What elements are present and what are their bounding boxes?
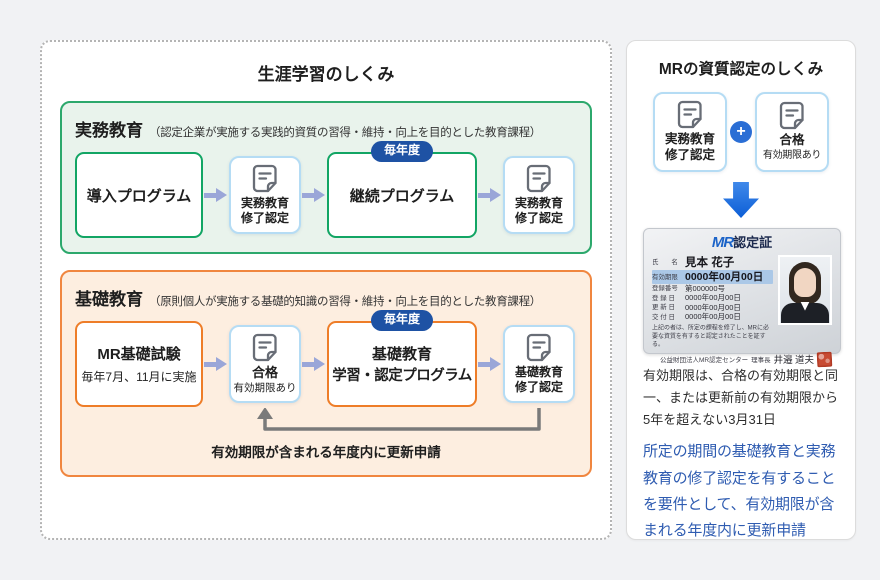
renewal-loop	[75, 407, 575, 438]
req1-line1: 実務教育	[664, 132, 715, 147]
field-label: 交 付 日	[652, 314, 675, 321]
cert-label-line2: 修了認定	[514, 380, 563, 394]
practical-note: （認定企業が実施する実践的資質の習得・維持・向上を目的とした教育課程）	[149, 127, 541, 139]
exam-schedule-label: 毎年7月、11月に実施	[81, 370, 197, 384]
req1-line2: 修了認定	[664, 148, 715, 162]
photo-shirt	[800, 301, 810, 311]
basic-cert-box: 基礎教育 修了認定	[503, 325, 575, 403]
id-photo	[778, 254, 832, 325]
card-row-renewdate: 更 新 日 0000年00月00日	[652, 303, 773, 313]
document-icon	[252, 333, 277, 361]
card-title: MR認定証	[652, 234, 832, 252]
plus-icon: +	[730, 121, 752, 143]
card-row-issuedate: 交 付 日 0000年00月00日	[652, 312, 773, 322]
annual-badge: 毎年度	[370, 310, 434, 331]
flow-arrow-icon	[301, 355, 327, 373]
field-value: 見本 花子	[685, 257, 735, 270]
mr-certificate-card: MR認定証 氏 名 見本 花子 有効期限 0000年00月00日 登録番号 第0…	[643, 228, 841, 368]
mr-logo: MR	[711, 234, 734, 251]
practical-flow: 導入プログラム 実務教育 修了認定 毎年度 継続プログラム 実務教育 修了	[75, 141, 577, 238]
field-value: 0000年00月00日	[685, 302, 741, 312]
issuer-name: 井邉 道夫	[773, 356, 814, 367]
basic-program-box: 毎年度 基礎教育 学習・認定プログラム	[327, 310, 477, 407]
card-row-regdate: 登 録 日 0000年00月00日	[652, 293, 773, 303]
left-panel-title: 生涯学習のしくみ	[257, 65, 395, 84]
basic-program-line1: 基礎教育	[371, 346, 432, 363]
practical-cert-box-1: 実務教育 修了認定	[229, 156, 301, 234]
field-label: 有効期限	[652, 273, 678, 281]
document-icon	[677, 101, 702, 129]
practical-cert-requirement-box: 実務教育 修了認定	[653, 92, 727, 172]
practical-section-header: 実務教育 （認定企業が実施する実践的資質の習得・維持・向上を目的とした教育課程）	[75, 116, 577, 141]
flow-arrow-icon	[477, 186, 503, 204]
field-value: 第000000号	[685, 283, 726, 293]
seal-stamp-icon	[816, 351, 833, 368]
requirements-row: 実務教育 修了認定 + 合格 有効期限あり	[643, 92, 839, 172]
cert-label-line1: 実務教育	[240, 196, 289, 210]
issuer-org: 公益財団法人MR認定センター	[660, 357, 749, 365]
document-icon	[526, 333, 551, 362]
pass-box: 合格 有効期限あり	[229, 325, 301, 403]
flow-arrow-icon	[203, 186, 229, 204]
basic-heading: 基礎教育	[75, 290, 143, 309]
pass-expiry-label: 有効期限あり	[233, 382, 297, 395]
req2-sub: 有効期限あり	[762, 150, 822, 162]
continuation-program-box: 毎年度 継続プログラム	[327, 141, 477, 238]
card-fields: 氏 名 見本 花子 有効期限 0000年00月00日 登録番号 第000000号…	[652, 255, 773, 351]
right-panel-title: MRの資質認定のしくみ	[658, 61, 824, 78]
card-note: 上記の者は、所定の課程を修了し、MRに必要な資質を有すると認定されたことを証する…	[652, 324, 769, 348]
basic-education-section: 基礎教育 （原則個人が実施する基礎的知識の習得・維持・向上を目的とした教育課程）…	[60, 270, 592, 477]
field-value: 0000年00月00日	[685, 271, 764, 284]
mr-basic-exam-box: MR基礎試験 毎年7月、11月に実施	[75, 321, 203, 407]
practical-heading: 実務教育	[75, 121, 143, 140]
intro-program-label: 導入プログラム	[86, 187, 192, 205]
renewal-requirement-description: 所定の期間の基礎教育と実務教育の修了認定を有することを要件として、有効期限が含ま…	[643, 443, 836, 540]
validity-description: 有効期限は、合格の有効期限と同一、または更新前の有効期限から5年を超えない3月3…	[643, 368, 839, 428]
cert-label-line1: 基礎教育	[514, 365, 563, 379]
loop-arrow-icon	[257, 407, 541, 431]
basic-section-header: 基礎教育 （原則個人が実施する基礎的知識の習得・維持・向上を目的とした教育課程）	[75, 285, 577, 310]
document-icon	[779, 102, 804, 130]
pass-requirement-box: 合格 有効期限あり	[755, 92, 829, 172]
card-row-regno: 登録番号 第000000号	[652, 284, 773, 294]
annual-badge: 毎年度	[370, 141, 434, 162]
card-footer: 公益財団法人MR認定センター 理事長 井邉 道夫	[652, 351, 833, 368]
exam-label: MR基礎試験	[97, 346, 181, 363]
field-value: 0000年00月00日	[685, 293, 741, 303]
field-label: 登 録 日	[652, 295, 675, 302]
card-row-expiry: 有効期限 0000年00月00日	[652, 269, 773, 284]
practical-education-section: 実務教育 （認定企業が実施する実践的資質の習得・維持・向上を目的とした教育課程）…	[60, 101, 592, 254]
field-value: 0000年00月00日	[685, 312, 741, 322]
cert-label-line1: 実務教育	[514, 196, 563, 210]
req2-line1: 合格	[779, 133, 805, 148]
lifelong-learning-panel: 生涯学習のしくみ 実務教育 （認定企業が実施する実践的資質の習得・維持・向上を目…	[40, 40, 612, 540]
flow-arrow-icon	[203, 355, 229, 373]
mr-certification-panel: MRの資質認定のしくみ 実務教育 修了認定 + 合格 有効期限あり MR認定証	[626, 40, 856, 540]
basic-program-line2: 学習・認定プログラム	[332, 368, 472, 384]
photo-suit	[781, 302, 829, 323]
field-label: 氏 名	[652, 259, 678, 266]
cert-label-line2: 修了認定	[514, 211, 563, 225]
flow-arrow-icon	[301, 186, 327, 204]
issuer-title: 理事長	[751, 357, 771, 365]
document-icon	[526, 164, 551, 193]
photo-face	[794, 267, 816, 297]
intro-program-box: 導入プログラム	[75, 152, 203, 238]
field-label: 更 新 日	[652, 304, 675, 312]
card-title-text: 認定証	[733, 235, 773, 250]
cert-label-line2: 修了認定	[240, 211, 289, 225]
down-arrow-icon	[723, 182, 759, 218]
practical-cert-box-2: 実務教育 修了認定	[503, 156, 575, 234]
basic-flow: MR基礎試験 毎年7月、11月に実施 合格 有効期限あり 毎年度 基礎教育 学習…	[75, 310, 577, 407]
field-label: 登録番号	[652, 285, 678, 293]
flow-arrow-icon	[477, 355, 503, 373]
basic-note: （原則個人が実施する基礎的知識の習得・維持・向上を目的とした教育課程）	[149, 296, 541, 308]
card-row-name: 氏 名 見本 花子	[652, 255, 773, 270]
card-body: 氏 名 見本 花子 有効期限 0000年00月00日 登録番号 第000000号…	[652, 254, 832, 351]
plus-glyph: +	[736, 122, 746, 140]
pass-label: 合格	[251, 364, 278, 380]
document-icon	[252, 164, 277, 193]
continuation-program-label: 継続プログラム	[349, 187, 455, 205]
renewal-loop-label: 有効期限が含まれる年度内に更新申請	[211, 445, 441, 460]
